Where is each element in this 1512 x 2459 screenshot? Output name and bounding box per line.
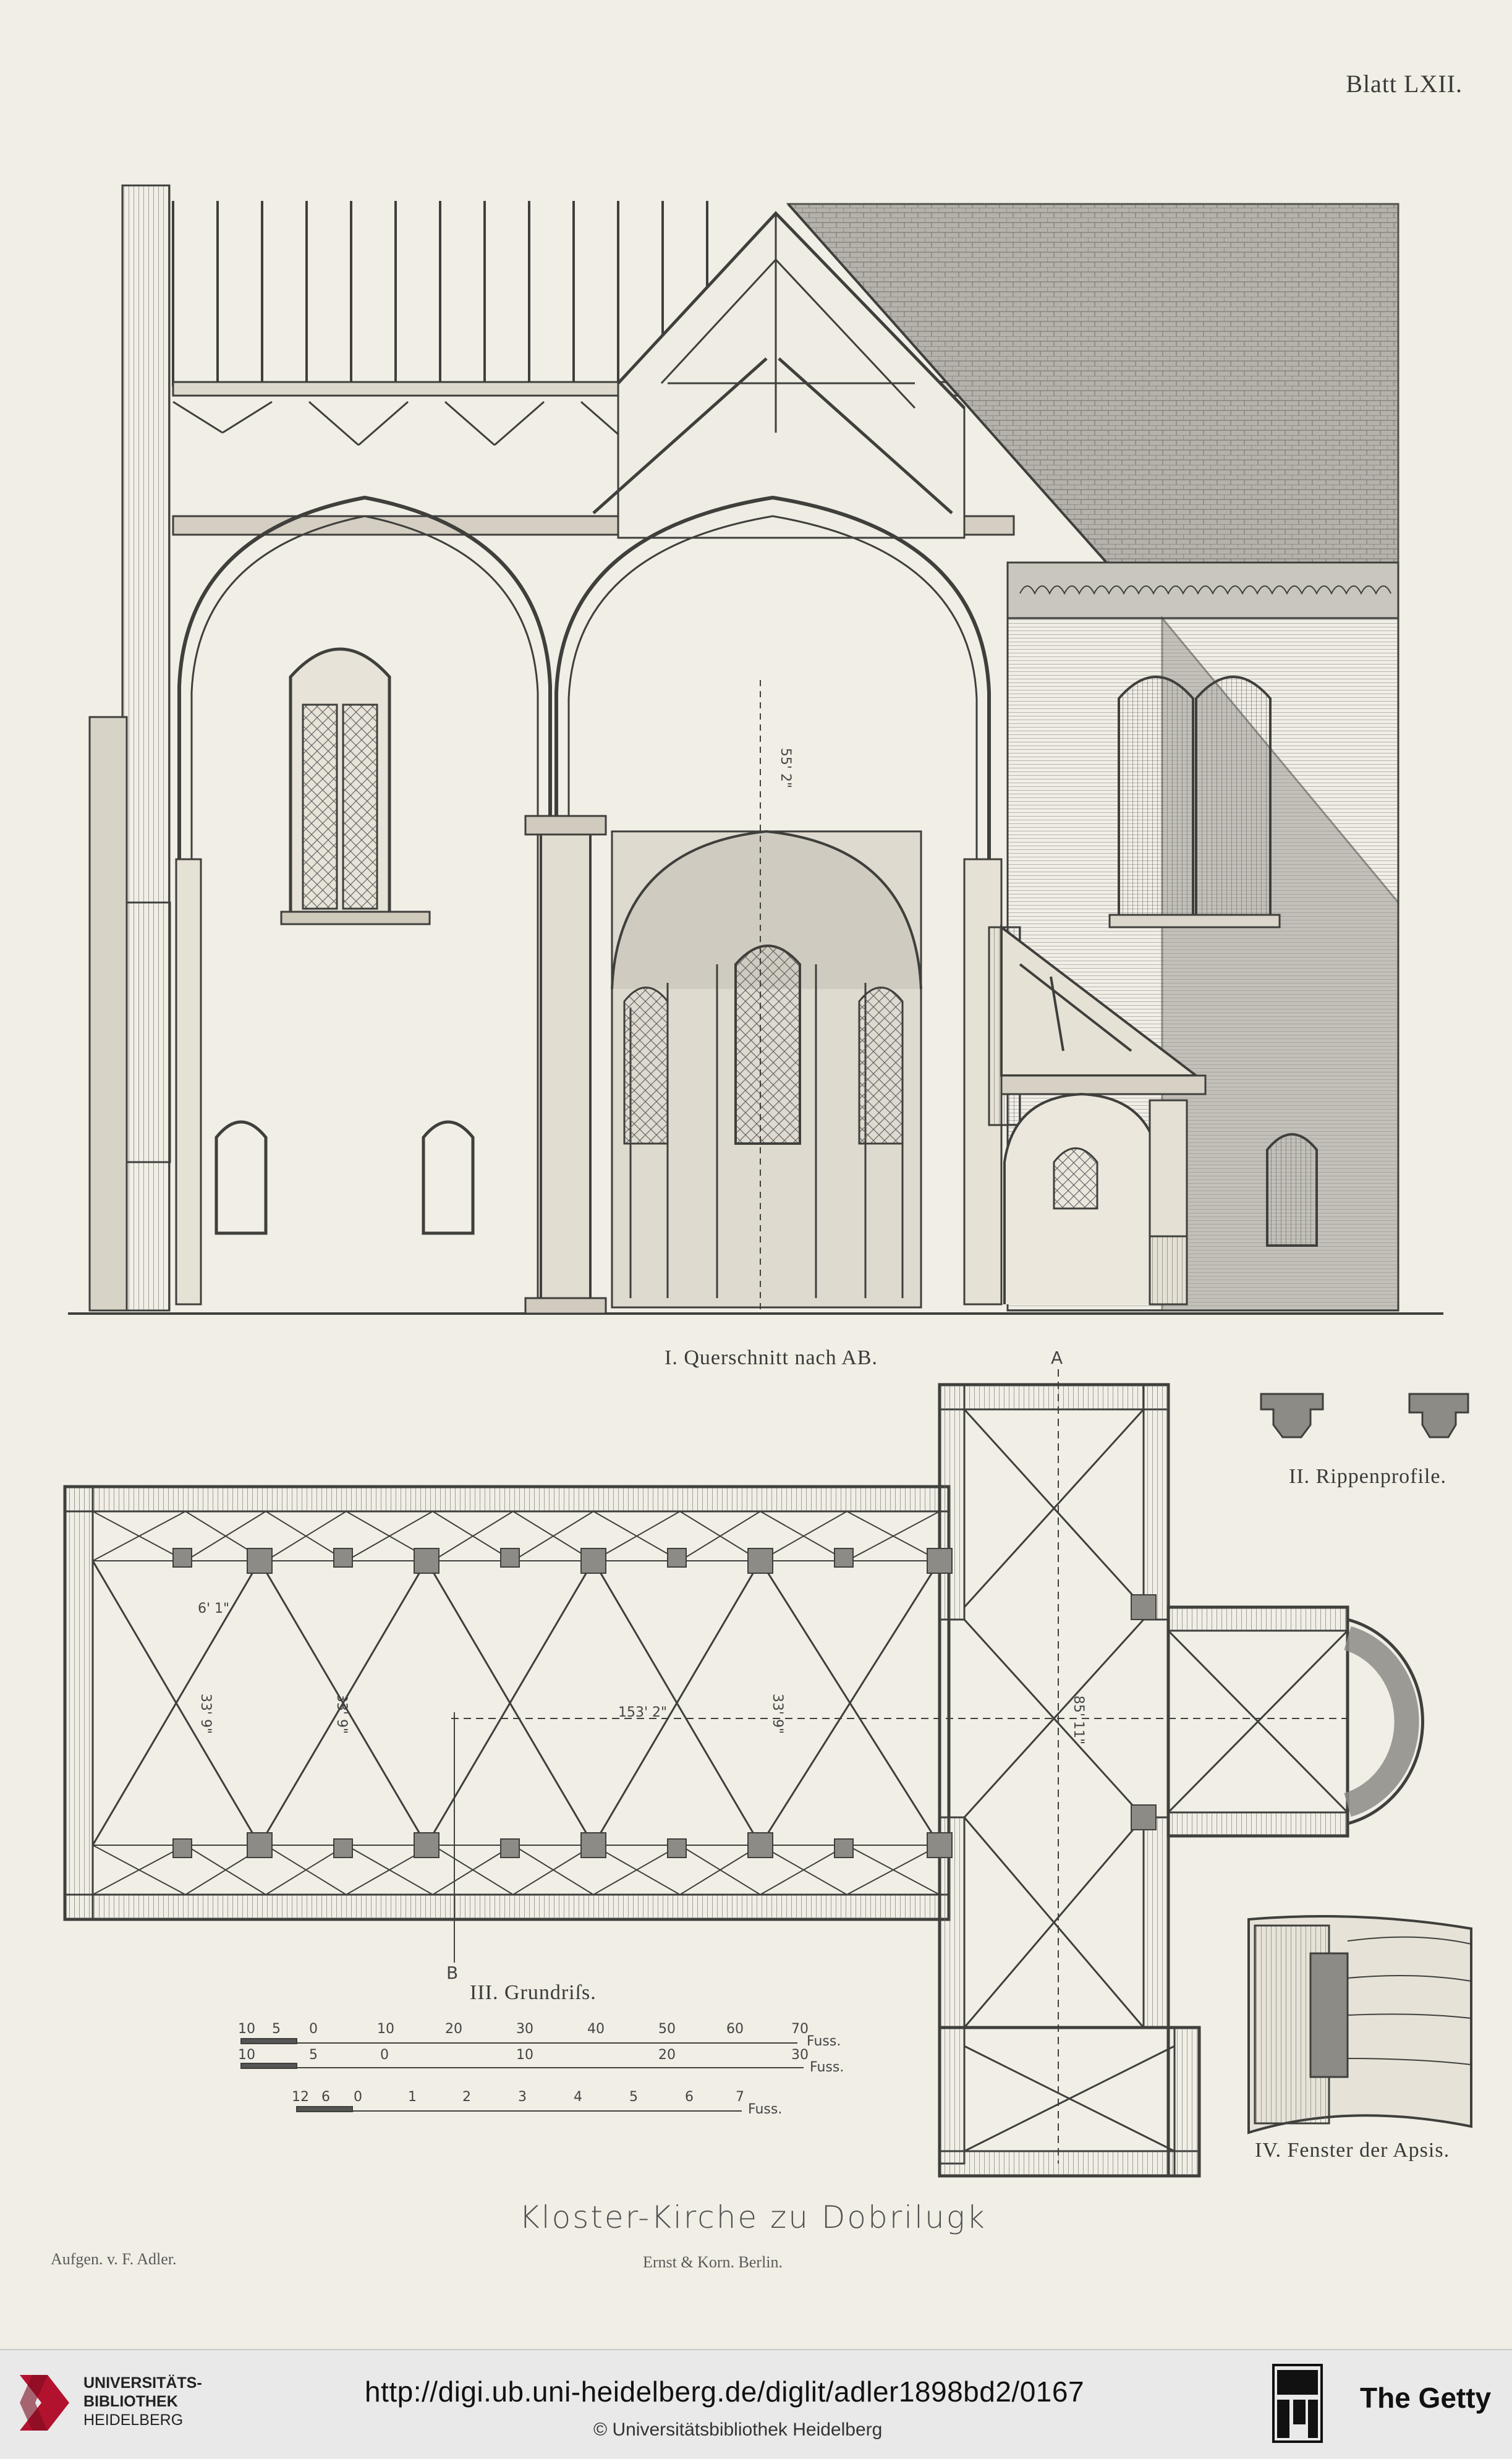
plate-title: Kloster-Kirche zu Dobrilugk xyxy=(519,2199,987,2235)
scale-tick: 6 xyxy=(321,2089,330,2105)
copyright-notice: © Universitätsbibliothek Heidelberg xyxy=(593,2419,883,2440)
viewer-footer: UNIVERSITÄTS- BIBLIOTHEK HEIDELBERG http… xyxy=(0,2349,1512,2459)
nave-width-mid-label: 33' 9" xyxy=(334,1693,350,1735)
scale-tick: 5 xyxy=(272,2021,281,2037)
institution-line2: BIBLIOTHEK xyxy=(83,2393,178,2410)
institution-line1: UNIVERSITÄTS- xyxy=(83,2374,202,2392)
scale-tick: 12 xyxy=(292,2089,309,2105)
nave-width-west-label: 33' 9" xyxy=(198,1693,214,1735)
scale-tick: 5 xyxy=(629,2089,638,2105)
nave-length-label: 153' 2" xyxy=(618,1705,668,1720)
partner-name: The Getty xyxy=(1360,2382,1492,2414)
section-caption: I. Querschnitt nach AB. xyxy=(665,1346,878,1369)
university-library-logo-icon xyxy=(20,2375,69,2431)
aisle-width-label: 6' 1" xyxy=(198,1601,230,1616)
scale-tick: 0 xyxy=(309,2021,318,2037)
scale-tick: 3 xyxy=(518,2089,527,2105)
plate-page: Blatt LXII. I. Querschnitt nach AB. II. … xyxy=(51,70,1472,2271)
surveyor-credit: Aufgen. v. F. Adler. xyxy=(51,2250,177,2268)
scale-tick: 10 xyxy=(516,2047,533,2063)
cross-section-drawing xyxy=(68,184,1443,1315)
scale-tick: 10 xyxy=(377,2021,394,2037)
scale-tick: 0 xyxy=(380,2047,389,2063)
scale-tick: 20 xyxy=(445,2021,462,2037)
scale-tick: 30 xyxy=(516,2021,533,2037)
scale-tick: 30 xyxy=(791,2047,809,2063)
permalink-url[interactable]: http://digi.ub.uni-heidelberg.de/diglit/… xyxy=(365,2376,1085,2408)
scale-tick: 50 xyxy=(658,2021,676,2037)
getty-logo-icon xyxy=(1272,2364,1323,2443)
institution-name: UNIVERSITÄTS- BIBLIOTHEK HEIDELBERG xyxy=(83,2374,202,2429)
scale-tick: 40 xyxy=(587,2021,605,2037)
plate-number: Blatt LXII. xyxy=(1346,70,1463,98)
choir-width-label: 85' 11" xyxy=(1071,1695,1087,1745)
scale-tick: 1 xyxy=(408,2089,417,2105)
scale-tick: 10 xyxy=(238,2047,255,2063)
scale-unit: Fuss. xyxy=(810,2060,844,2075)
ground-plan-drawing xyxy=(63,1369,1472,2178)
scale-tick: 20 xyxy=(658,2047,676,2063)
institution-line3: HEIDELBERG xyxy=(83,2411,184,2429)
section-height-label: 55' 2" xyxy=(778,747,794,789)
axis-mark-b: B xyxy=(446,1963,459,1983)
scale-tick: 5 xyxy=(309,2047,318,2063)
scale-tick: 10 xyxy=(238,2021,255,2037)
rib-profile-caption: II. Rippenprofile. xyxy=(1289,1465,1446,1488)
scale-tick: 6 xyxy=(685,2089,694,2105)
scale-unit: Fuss. xyxy=(807,2034,841,2049)
scale-tick: 2 xyxy=(462,2089,471,2105)
scale-tick: 60 xyxy=(726,2021,744,2037)
scale-tick: 7 xyxy=(736,2089,744,2105)
plan-caption: III. Grundriſs. xyxy=(470,1981,597,2004)
scale-unit: Fuss. xyxy=(748,2102,783,2117)
scale-tick: 4 xyxy=(574,2089,582,2105)
scale-tick: 0 xyxy=(354,2089,362,2105)
window-detail-caption: IV. Fenster der Apsis. xyxy=(1255,2139,1450,2162)
crossing-width-label: 33' 9" xyxy=(770,1693,786,1735)
engraving xyxy=(63,184,1472,2178)
printer-credit: Ernst & Korn. Berlin. xyxy=(643,2253,783,2271)
axis-mark-a: A xyxy=(1051,1348,1063,1368)
scale-tick: 70 xyxy=(791,2021,809,2037)
